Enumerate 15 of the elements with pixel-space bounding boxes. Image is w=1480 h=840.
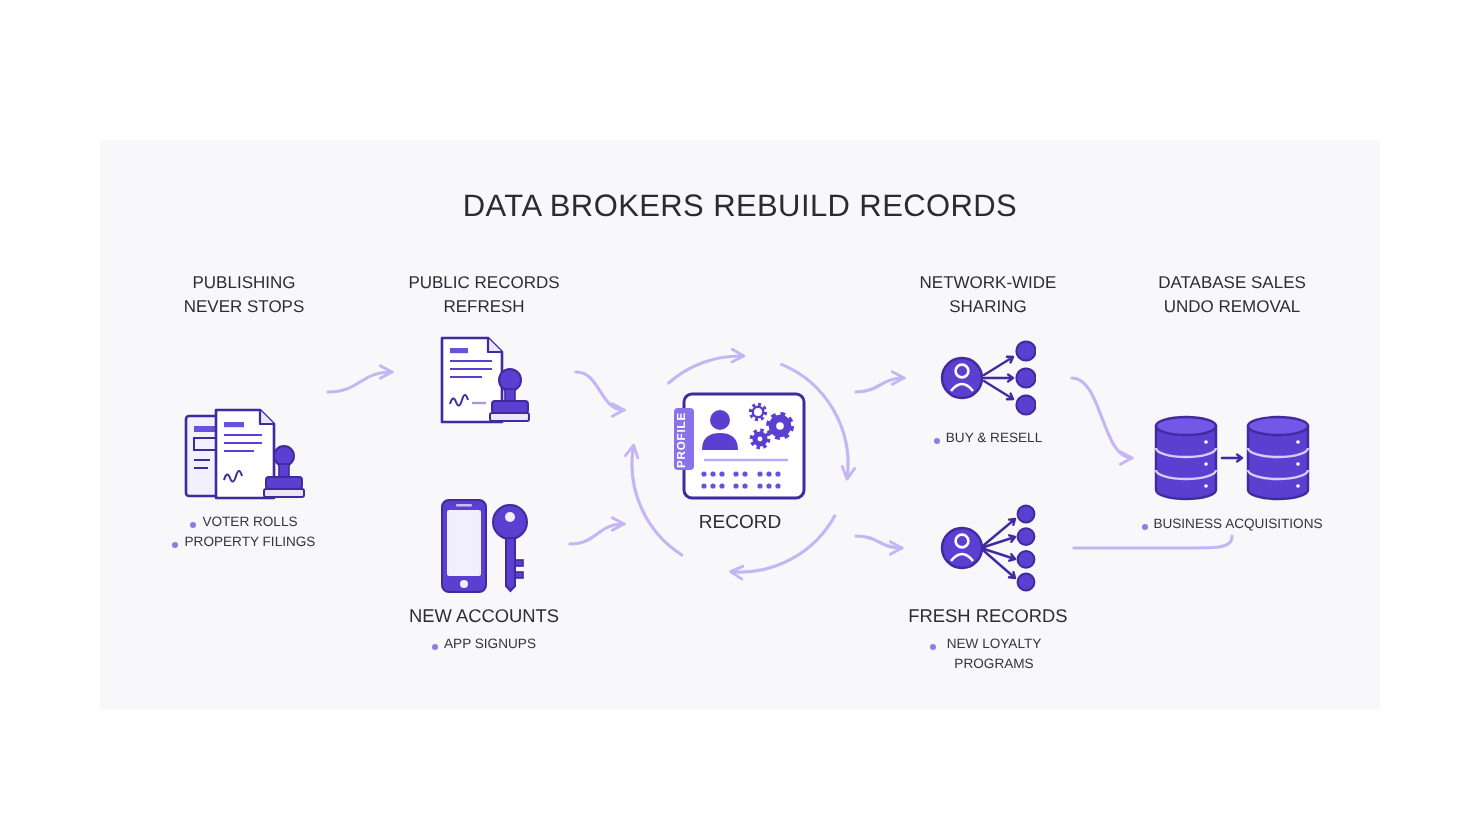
node-caption: RECORD: [698, 512, 782, 536]
arrow: [568, 517, 626, 546]
arrow: [574, 370, 626, 417]
arrow: [854, 370, 906, 394]
diagram-title: DATA BROKERS REBUILD RECORDS: [462, 190, 1018, 226]
arrow: [326, 364, 394, 394]
connector-line: [1072, 534, 1234, 550]
column-heading: PUBLIC RECORDS REFRESH: [406, 272, 562, 318]
column-heading: PUBLISHING NEVER STOPS: [181, 272, 307, 318]
column-heading: FRESH RECORDS: [908, 606, 1068, 628]
arrow: [1070, 376, 1134, 463]
arrow: [854, 534, 904, 556]
column-heading: NEW ACCOUNTS: [408, 606, 560, 628]
column-heading: DATABASE SALES UNDO REMOVAL: [1156, 272, 1308, 318]
column-heading: NETWORK-WIDE SHARING: [917, 272, 1059, 318]
